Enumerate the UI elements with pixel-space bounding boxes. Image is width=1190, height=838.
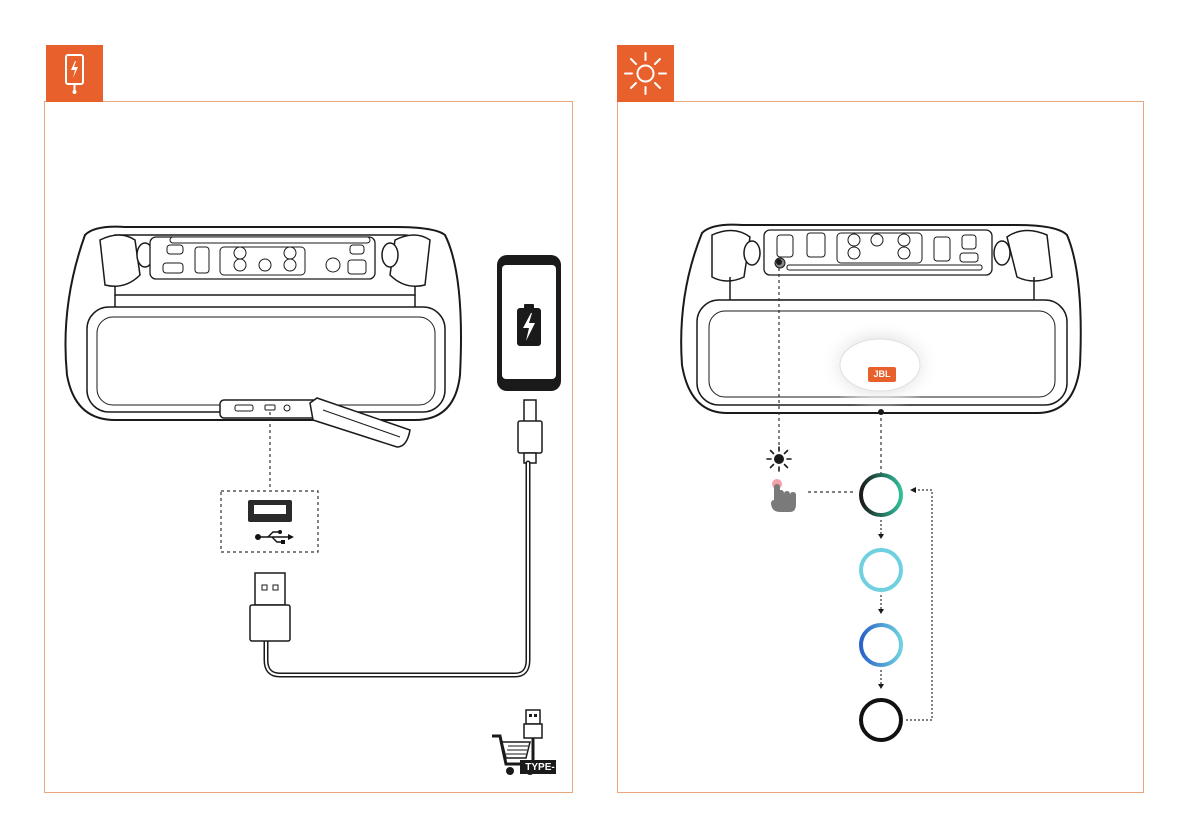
light-tab — [617, 45, 674, 102]
ring-sequence — [830, 470, 950, 760]
charging-tab — [46, 45, 103, 102]
battery-charging-icon — [517, 304, 541, 346]
ring-blue — [861, 625, 901, 665]
battery-charge-icon — [46, 45, 103, 102]
smartphone — [495, 253, 565, 393]
type-a-label: TYPE-A — [522, 761, 558, 775]
usb-a-to-usb-c-cable — [240, 395, 540, 705]
sun-light-icon — [617, 45, 674, 102]
ring-off — [861, 700, 901, 740]
ring-multicolor — [861, 475, 901, 515]
sun-small-icon — [766, 446, 792, 472]
ring-cyan — [861, 550, 901, 590]
finger-press-icon — [768, 478, 798, 514]
